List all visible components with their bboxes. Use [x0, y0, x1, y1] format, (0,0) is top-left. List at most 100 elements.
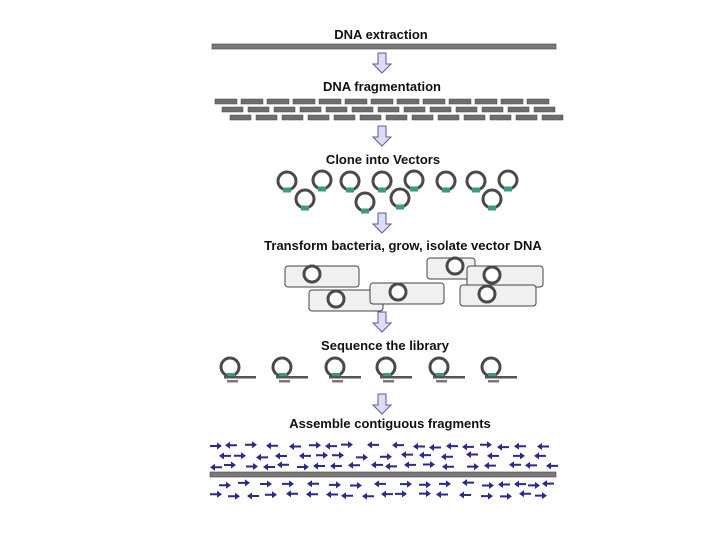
bacterium-plasmid	[302, 264, 322, 284]
read-arrow-icon	[210, 463, 222, 471]
vector-insert	[442, 187, 450, 193]
read-arrow-icon	[313, 462, 325, 470]
plasmid-ring	[311, 169, 333, 191]
read-arrow-icon	[519, 490, 531, 498]
plasmid-icon	[354, 191, 376, 214]
read-arrow-icon	[535, 492, 547, 500]
plasmid-ring	[294, 188, 316, 210]
plasmid-icon	[389, 187, 411, 210]
read-arrow-icon	[537, 442, 549, 450]
plasmid-ring	[435, 170, 457, 192]
vector-insert	[279, 373, 287, 378]
sequence-read-top	[329, 376, 361, 379]
dna-fragment	[240, 98, 264, 105]
vector-insert	[488, 205, 496, 211]
read-arrow-icon	[265, 491, 277, 499]
dna-fragment	[325, 106, 348, 113]
read-arrow-icon	[429, 443, 441, 451]
read-arrow-icon	[307, 480, 319, 488]
vector-insert	[227, 373, 235, 378]
plasmid-icon	[481, 188, 503, 211]
step-title-dna-extraction: DNA extraction	[334, 27, 428, 42]
bacterium-icon	[459, 284, 537, 307]
read-arrow-icon	[400, 480, 412, 488]
plasmid-ring	[339, 170, 361, 192]
dna-fragment	[437, 114, 460, 121]
dna-fragment	[500, 98, 524, 105]
plasmid-icon	[465, 170, 487, 193]
vector-insert	[283, 187, 291, 193]
dna-fragment	[489, 114, 512, 121]
plasmid-ring	[371, 170, 393, 192]
dna-fragment	[351, 106, 374, 113]
dna-fragment	[247, 106, 270, 113]
read-arrow-icon	[266, 442, 278, 450]
bacterium-icon	[466, 265, 544, 288]
read-arrow-icon	[462, 479, 474, 487]
read-arrow-icon	[514, 442, 526, 450]
flow-arrow-shape	[371, 125, 393, 147]
vector-insert	[504, 186, 512, 192]
sequenced-vector	[480, 356, 517, 383]
read-arrow-icon	[341, 441, 353, 449]
read-arrow-icon	[247, 492, 259, 500]
read-arrow-icon	[441, 453, 453, 461]
read-arrow-icon	[419, 490, 431, 498]
plasmid-icon	[403, 169, 425, 192]
read-arrow-icon	[374, 480, 386, 488]
read-arrow-icon	[332, 451, 344, 459]
read-arrow-icon	[210, 442, 222, 450]
sequence-read-top	[224, 376, 256, 379]
vector-insert	[318, 186, 326, 192]
read-arrow-icon	[309, 441, 321, 449]
read-arrow-icon	[385, 462, 397, 470]
plasmid-ring	[465, 170, 487, 192]
dna-fragment	[377, 106, 400, 113]
vector-insert	[361, 208, 369, 214]
sequenced-vector	[219, 356, 256, 383]
flow-arrow-shape	[371, 212, 393, 234]
flow-arrow-icon	[371, 125, 393, 147]
plasmid-icon	[276, 170, 298, 193]
dna-fragment	[229, 114, 252, 121]
sequence-read-bottom	[383, 380, 394, 383]
read-arrow-icon	[467, 463, 479, 471]
read-arrow-icon	[401, 451, 413, 459]
step-title-clone-into-vectors: Clone into Vectors	[325, 152, 441, 167]
bacterium-plasmid	[388, 282, 408, 302]
read-arrow-icon	[246, 462, 258, 470]
sequenced-vector	[428, 356, 465, 383]
read-arrow-icon	[542, 480, 554, 488]
read-arrow-icon	[404, 461, 416, 469]
sequence-read-bottom	[227, 380, 238, 383]
sequence-read-top	[485, 376, 517, 379]
bacterium-body	[459, 284, 537, 307]
vector-insert	[488, 373, 496, 378]
read-arrow-icon	[362, 492, 374, 500]
read-arrow-icon	[238, 479, 250, 487]
read-arrow-icon	[356, 453, 368, 461]
read-arrow-icon	[350, 481, 362, 489]
read-arrow-icon	[282, 480, 294, 488]
vector-insert	[332, 373, 340, 378]
read-arrow-icon	[462, 443, 474, 451]
read-arrow-icon	[423, 461, 435, 469]
read-arrow-icon	[419, 481, 431, 489]
plasmid-icon	[311, 169, 333, 192]
read-arrow-icon	[275, 452, 287, 460]
read-arrow-icon	[316, 451, 328, 459]
read-arrow-icon	[436, 491, 448, 499]
dna-fragment	[463, 114, 486, 121]
read-arrow-icon	[289, 442, 301, 450]
vector-insert	[410, 186, 418, 192]
bacterium-icon	[284, 264, 360, 288]
sequence-read-top	[380, 376, 412, 379]
plasmid-icon	[339, 170, 361, 193]
dna-fragment	[515, 114, 538, 121]
read-arrow-icon	[245, 441, 257, 449]
sequence-read-bottom	[488, 380, 499, 383]
read-arrow-icon	[439, 480, 451, 488]
read-arrow-icon	[525, 461, 537, 469]
read-arrow-icon	[498, 481, 510, 489]
